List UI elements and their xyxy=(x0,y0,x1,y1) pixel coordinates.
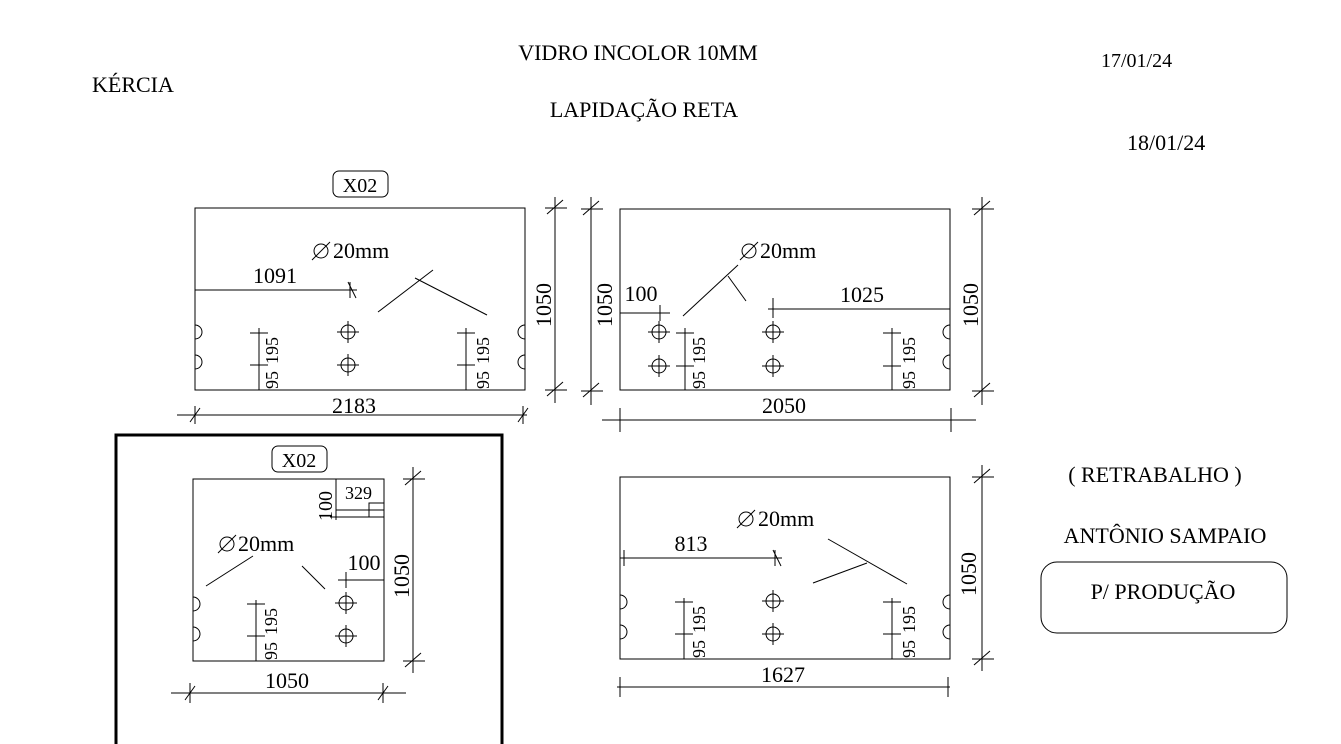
finish-spec: LAPIDAÇÃO RETA xyxy=(550,97,738,122)
edge-notch xyxy=(619,624,628,640)
piece-2-gap-d: 195 xyxy=(899,337,919,364)
leader-line xyxy=(827,538,908,585)
piece-1-offset: 1091 xyxy=(253,263,297,288)
piece-2-offset: 1025 xyxy=(840,282,884,307)
piece-2-width: 2050 xyxy=(762,393,806,418)
highlight-frame xyxy=(114,433,504,744)
piece-2-outline xyxy=(619,208,951,391)
edge-notch xyxy=(942,624,951,640)
piece-2-hole-diameter: 20mm xyxy=(760,238,816,263)
piece-4-height: 1050 xyxy=(956,552,981,596)
piece-3: X02 329 100 20mm 100 95 195 xyxy=(114,433,504,744)
piece-3-gap-b: 195 xyxy=(261,608,281,635)
destination-label: P/ PRODUÇÃO xyxy=(1091,579,1236,604)
piece-2-gap-c: 95 xyxy=(899,371,919,389)
date-delivery: 18/01/24 xyxy=(1127,130,1205,155)
piece-1-height: 1050 xyxy=(531,283,556,327)
edge-notch xyxy=(192,596,201,612)
leader-line xyxy=(812,562,868,584)
piece-4-gap-d: 195 xyxy=(899,606,919,633)
piece-1-gap-d: 195 xyxy=(473,337,493,364)
leader-line xyxy=(301,565,326,590)
piece-1-tag-box xyxy=(332,170,389,198)
edge-notch xyxy=(517,324,526,340)
piece-4-hole-diameter: 20mm xyxy=(758,506,814,531)
leader-line xyxy=(727,275,747,302)
glass-spec: VIDRO INCOLOR 10MM xyxy=(518,40,758,65)
piece-3-height: 1050 xyxy=(389,554,414,598)
piece-3-edge-offset: 100 xyxy=(348,550,381,575)
piece-1-gap-b: 195 xyxy=(262,337,282,364)
edge-notch xyxy=(192,626,201,642)
piece-4-gap-b: 195 xyxy=(689,606,709,633)
diameter-icon xyxy=(738,511,754,527)
piece-4-outline xyxy=(619,476,951,660)
leader-line xyxy=(205,555,254,587)
piece-3-tag: X02 xyxy=(282,450,316,472)
leader-line xyxy=(682,264,739,317)
notch-box xyxy=(368,502,385,518)
piece-4: 20mm 813 95 195 95 195 16 xyxy=(617,465,994,697)
piece-2-height-left: 1050 xyxy=(592,283,617,327)
diameter-icon xyxy=(219,536,235,552)
piece-3-hole-diameter: 20mm xyxy=(238,531,294,556)
leader-line xyxy=(414,277,488,316)
piece-1-gap-a: 95 xyxy=(262,371,282,389)
piece-1-tag: X02 xyxy=(343,175,377,197)
diameter-icon xyxy=(313,243,329,259)
piece-2-height-right: 1050 xyxy=(958,283,983,327)
leader-line xyxy=(377,269,434,313)
piece-3-notch-width: 329 xyxy=(345,483,372,503)
edge-notch xyxy=(619,594,628,610)
piece-4-offset: 813 xyxy=(675,531,708,556)
piece-2-gap-b: 195 xyxy=(689,337,709,364)
piece-1-gap-c: 95 xyxy=(473,371,493,389)
piece-2-gap-a: 95 xyxy=(689,371,709,389)
piece-3-notch-height: 100 xyxy=(315,491,337,521)
piece-1: X02 20mm 1091 95 195 95 xyxy=(177,170,567,424)
diameter-icon xyxy=(741,243,757,259)
piece-4-width: 1627 xyxy=(761,662,805,687)
edge-notch xyxy=(194,324,203,340)
piece-3-tag-box xyxy=(271,445,328,473)
piece-2-edge-offset: 100 xyxy=(625,281,658,306)
piece-4-gap-c: 95 xyxy=(899,640,919,658)
piece-2: 20mm 100 1025 95 195 95 xyxy=(581,197,994,432)
edge-notch xyxy=(942,324,951,340)
piece-4-gap-a: 95 xyxy=(689,640,709,658)
piece-1-width: 2183 xyxy=(332,393,376,418)
edge-notch xyxy=(194,354,203,370)
edge-notch xyxy=(517,354,526,370)
piece-3-width: 1050 xyxy=(265,668,309,693)
piece-3-outline xyxy=(192,478,385,662)
edge-notch xyxy=(942,594,951,610)
person-name: ANTÔNIO SAMPAIO xyxy=(1064,523,1267,548)
edge-notch xyxy=(942,354,951,370)
date-order: 17/01/24 xyxy=(1101,50,1172,72)
client-name: KÉRCIA xyxy=(92,72,174,97)
piece-3-gap-a: 95 xyxy=(261,642,281,660)
piece-1-outline xyxy=(194,207,526,391)
destination-box xyxy=(1040,561,1288,634)
rework-note: ( RETRABALHO ) xyxy=(1068,462,1242,487)
piece-1-hole-diameter: 20mm xyxy=(333,238,389,263)
